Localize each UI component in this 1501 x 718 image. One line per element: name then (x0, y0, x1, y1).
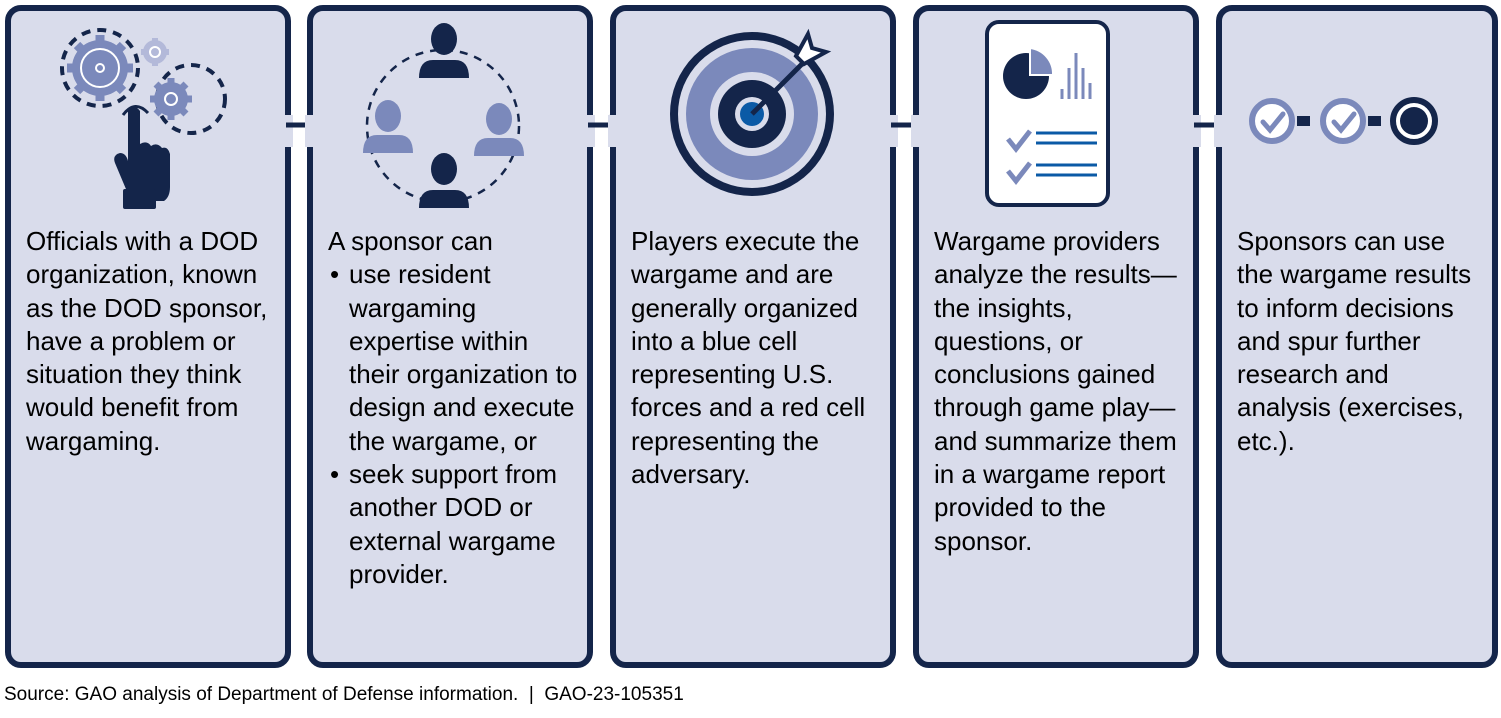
step-3-text: Players execute the wargame and are gene… (631, 226, 866, 490)
arrow-gap (911, 115, 921, 147)
step-5-text: Sponsors can use the wargame results to … (1237, 226, 1472, 456)
arrow-gap (305, 115, 315, 147)
arrow-gap (585, 115, 595, 147)
hand-gears-icon (60, 28, 227, 209)
people-circle-icon (363, 23, 524, 208)
bullet-item: seek support from another DOD or externa… (328, 458, 579, 591)
step-1-panel: Officials with a DOD organization, known… (5, 5, 293, 668)
report-icon (985, 20, 1110, 207)
step-2-text: A sponsor can use resident wargaming exp… (328, 225, 579, 591)
step-3-panel: Players execute the wargame and are gene… (608, 5, 898, 668)
step-1-text: Officials with a DOD organization, known… (26, 226, 268, 456)
arrow-gap (283, 115, 293, 147)
arrow-gap (608, 115, 618, 147)
arrow-gap (1191, 115, 1201, 147)
source-note: Source: GAO analysis of Department of De… (4, 684, 684, 705)
step-4-text: Wargame providers analyze the results—th… (934, 226, 1177, 556)
arrow-gap (1214, 115, 1224, 147)
step-5-panel: Sponsors can use the wargame results to … (1214, 5, 1498, 668)
step-2-bullets: use resident wargaming expertise within … (328, 258, 579, 591)
progress-checks-icon (1249, 97, 1438, 145)
step-2-panel: A sponsor can use resident wargaming exp… (305, 5, 595, 668)
target-dart-icon (670, 28, 834, 196)
bullet-item: use resident wargaming expertise within … (328, 258, 579, 458)
step-4-panel: Wargame providers analyze the results—th… (911, 5, 1201, 668)
arrow-gap (888, 115, 898, 147)
step-2-intro: A sponsor can (328, 226, 493, 256)
